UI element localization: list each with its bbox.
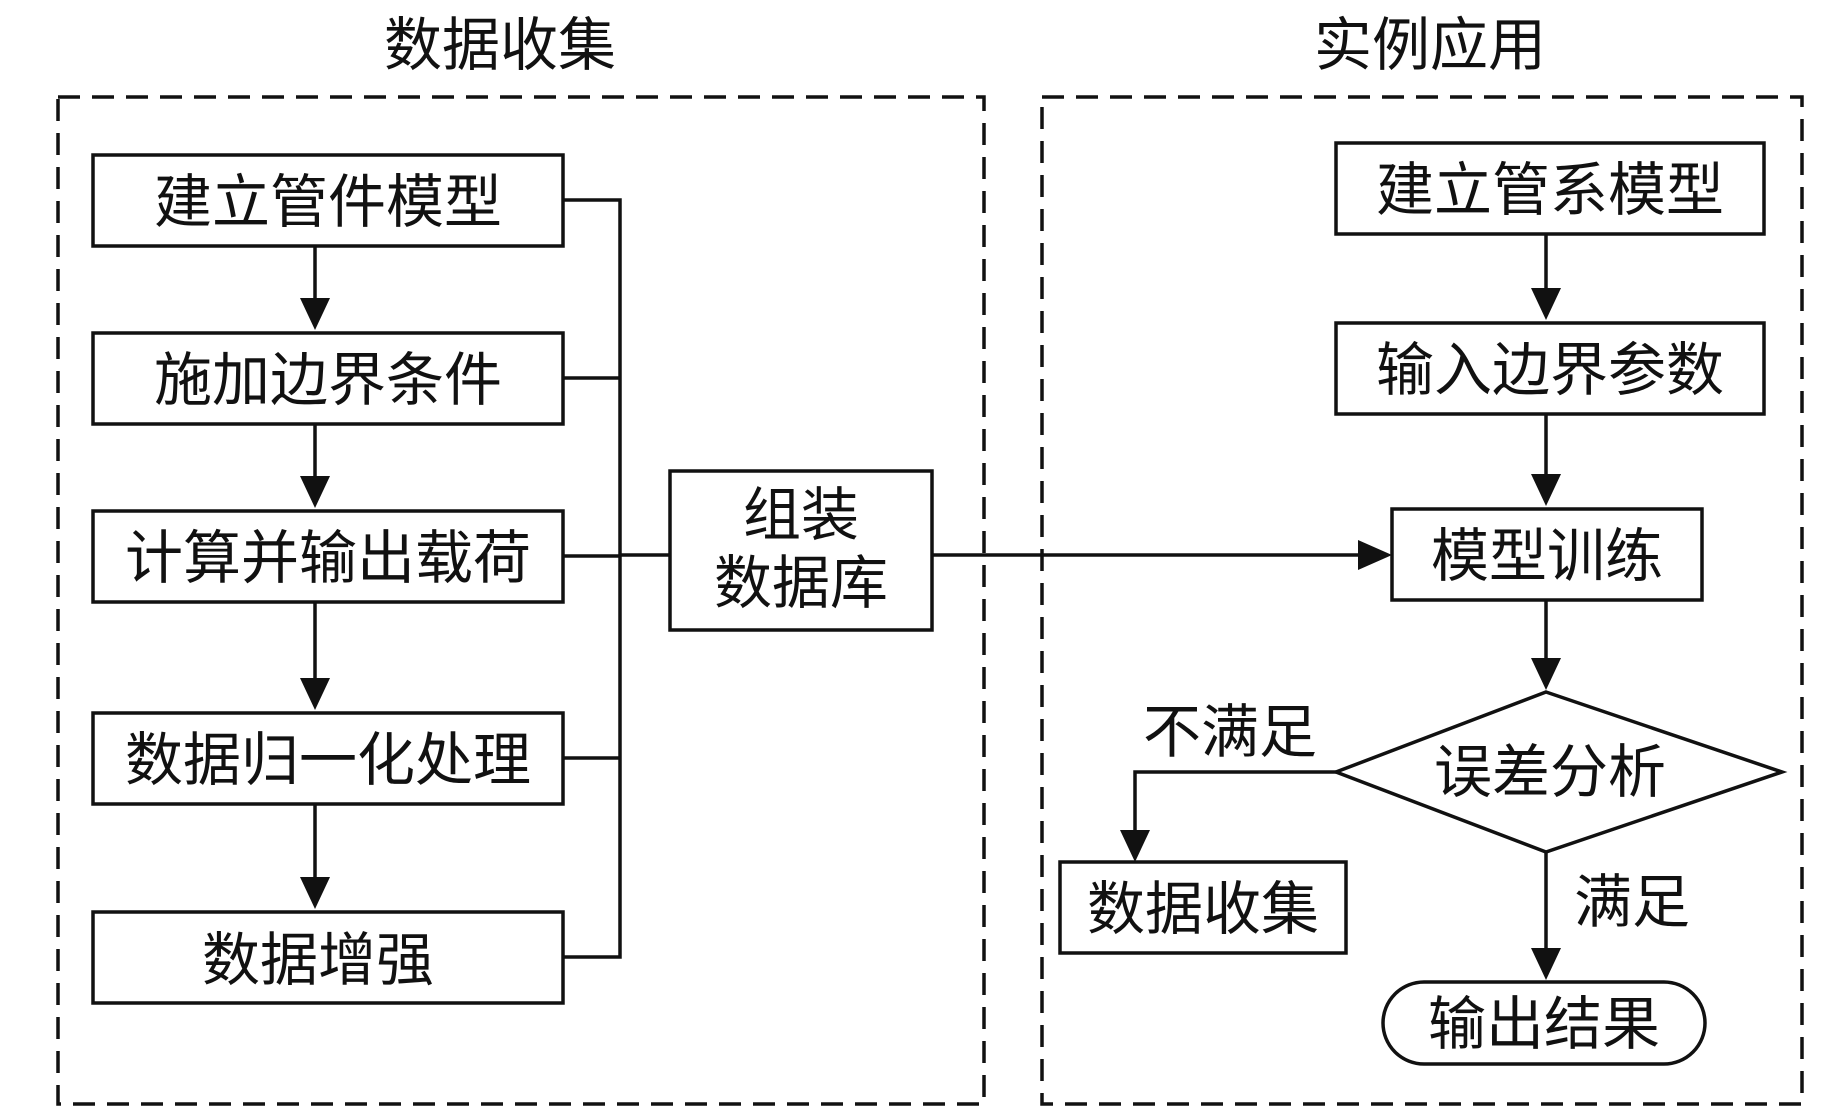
- step-input-params: 输入边界参数: [1334, 321, 1766, 416]
- step-input-params-label: 输入边界参数: [1376, 336, 1724, 404]
- right-flow-arrows: [1531, 234, 1561, 690]
- database-to-training-arrow: [932, 540, 1392, 570]
- terminal-output-result-label: 输出结果: [1428, 990, 1660, 1058]
- decision-error-analysis-label: 误差分析: [1434, 738, 1666, 806]
- data-collection-frame: [56, 95, 986, 1106]
- step-build-pipe-model: 建立管系模型: [1334, 141, 1766, 236]
- step-build-fitting-model-label: 建立管件模型: [154, 168, 502, 236]
- not-satisfied-label: 不满足: [1143, 698, 1317, 766]
- not-satisfied-branch: 不满足: [1120, 698, 1336, 862]
- step-return-data-collection-label: 数据收集: [1087, 875, 1319, 943]
- assemble-label-line2: 数据库: [714, 549, 888, 617]
- step-normalize: 数据归一化处理: [91, 711, 565, 806]
- left-flow-arrows: [300, 246, 330, 909]
- assemble-label-line1: 组装: [743, 481, 859, 549]
- satisfied-branch: 满足: [1531, 852, 1690, 980]
- collector-connectors: [563, 198, 670, 959]
- step-apply-boundary: 施加边界条件: [91, 331, 565, 426]
- decision-error-analysis: 误差分析: [1331, 690, 1788, 854]
- section-title-application: 实例应用: [1314, 11, 1546, 79]
- step-augment: 数据增强: [91, 910, 565, 1005]
- step-model-training: 模型训练: [1390, 507, 1704, 602]
- step-model-training-label: 模型训练: [1431, 522, 1663, 590]
- step-build-pipe-model-label: 建立管系模型: [1376, 156, 1724, 224]
- section-title-data-collection: 数据收集: [384, 11, 616, 79]
- step-apply-boundary-label: 施加边界条件: [154, 346, 502, 414]
- satisfied-label: 满足: [1574, 868, 1690, 936]
- assemble-database-box: 组装 数据库: [668, 469, 934, 632]
- terminal-output-result: 输出结果: [1381, 980, 1707, 1066]
- step-compute-loads-label: 计算并输出载荷: [125, 524, 531, 592]
- step-augment-label: 数据增强: [202, 926, 434, 994]
- application-frame: [1040, 95, 1804, 1106]
- step-compute-loads: 计算并输出载荷: [91, 509, 565, 604]
- step-normalize-label: 数据归一化处理: [125, 726, 531, 794]
- step-build-fitting-model: 建立管件模型: [91, 153, 565, 248]
- step-return-data-collection: 数据收集: [1058, 860, 1348, 955]
